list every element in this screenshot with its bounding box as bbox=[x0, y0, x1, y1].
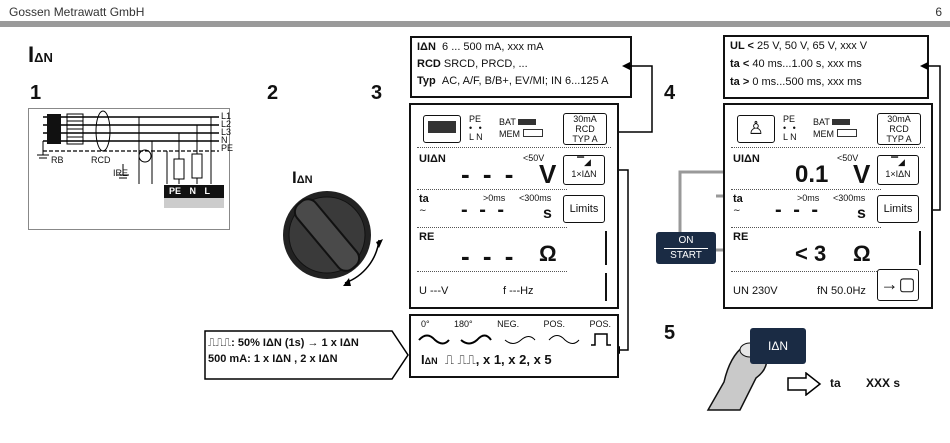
nominal-voltage: UN 230V bbox=[733, 285, 778, 297]
info-row-ul: UL < 25 V, 50 V, 65 V, xxx V bbox=[730, 40, 868, 52]
row1-unit: V bbox=[853, 159, 871, 189]
bat-indicator: BAT bbox=[499, 117, 537, 127]
row2-label: ta bbox=[419, 193, 429, 205]
bracket bbox=[605, 231, 611, 265]
row3-unit: Ω bbox=[539, 241, 557, 266]
row1-limit: <50V bbox=[523, 153, 545, 163]
dial-label: IΔN bbox=[292, 168, 313, 187]
row2-lim2: <300ms bbox=[519, 193, 552, 203]
row1-value: 0.1 bbox=[795, 161, 829, 188]
person-icon: ♙ bbox=[737, 115, 775, 143]
step-4: 4 bbox=[664, 82, 676, 104]
result-arrow bbox=[787, 372, 822, 396]
rotary-dial[interactable] bbox=[275, 185, 385, 290]
step-1: 1 bbox=[30, 82, 42, 104]
phase-labels: 0°180°NEG.POS.POS. bbox=[421, 319, 611, 329]
save-key[interactable]: →▢ bbox=[877, 269, 919, 301]
frequency-readout: f ---Hz bbox=[503, 285, 534, 297]
row3-label: RE bbox=[733, 231, 749, 243]
row3-value: - - - bbox=[461, 241, 517, 271]
row2-unit: s bbox=[857, 205, 866, 222]
idn-key[interactable]: IΔN bbox=[750, 328, 806, 364]
label-rb: RB bbox=[51, 155, 64, 165]
limits-key[interactable]: Limits bbox=[563, 195, 605, 223]
ac-symbol: ∼ bbox=[733, 205, 741, 215]
row2-lim1: >0ms bbox=[483, 193, 506, 203]
row2-value: - - - bbox=[775, 199, 822, 221]
row2-unit: s bbox=[543, 205, 552, 222]
test-current-notes: ⎍⎍⎍: 50% IΔN (1s) → 1 x IΔN 500 mA: 1 x … bbox=[208, 337, 359, 365]
save-to-memory-icon: →▢ bbox=[880, 274, 916, 294]
label-ire: IRE bbox=[113, 168, 129, 178]
result-value: XXX s bbox=[866, 376, 901, 390]
row1-value: - - - bbox=[461, 159, 517, 189]
bracket bbox=[605, 273, 611, 301]
label-rcd: RCD bbox=[91, 155, 111, 165]
header-rule bbox=[0, 21, 950, 27]
row3-value: < 3 bbox=[795, 241, 827, 266]
info-row-rcd: RCD SRCD, PRCD, ... bbox=[417, 58, 528, 70]
row3-unit: Ω bbox=[853, 241, 871, 266]
bat-indicator: BAT bbox=[813, 117, 851, 127]
step-3: 3 bbox=[371, 82, 383, 104]
parameter-info-box: IΔN 6 ... 500 mA, xxx mA RCD SRCD, PRCD,… bbox=[410, 36, 632, 98]
info-row-typ: Typ AC, A/F, B/B+, EV/MI; IN 6...125 A bbox=[417, 75, 609, 87]
pe-ln-indicator: PE• •L N bbox=[469, 114, 484, 142]
info-row-ta-min: ta > 0 ms...500 ms, xxx ms bbox=[730, 76, 862, 88]
limits-key[interactable]: Limits bbox=[877, 195, 919, 223]
row3-label: RE bbox=[419, 231, 435, 243]
multiplier-key[interactable]: ▔◢1×IΔN bbox=[877, 155, 919, 185]
company-name: Gossen Metrawatt GmbH bbox=[9, 5, 145, 19]
multiplier-key[interactable]: ▔◢1×IΔN bbox=[563, 155, 605, 185]
step-5: 5 bbox=[664, 322, 676, 344]
info-row-ta-max: ta < 40 ms...1.00 s, xxx ms bbox=[730, 58, 862, 70]
row1-limit: <50V bbox=[837, 153, 859, 163]
mem-indicator: MEM bbox=[813, 129, 857, 139]
voltage-readout: U ---V bbox=[419, 285, 449, 297]
start-button[interactable]: ON START bbox=[656, 232, 716, 264]
result-label: ta bbox=[830, 376, 841, 390]
multiplier-options: IΔN ⎍ ⎍⎍, x 1, x 2, x 5 bbox=[421, 352, 552, 367]
ac-symbol: ∼ bbox=[419, 205, 427, 215]
row2-lim1: >0ms bbox=[797, 193, 820, 203]
phase-options-box: 0°180°NEG.POS.POS. IΔN ⎍ ⎍⎍, x 1, x 2, x… bbox=[409, 314, 619, 378]
row1-label: UIΔN bbox=[733, 153, 760, 165]
waveform-icons bbox=[418, 333, 611, 346]
nominal-frequency: fN 50.0Hz bbox=[817, 285, 866, 297]
bracket bbox=[919, 231, 925, 265]
step-2: 2 bbox=[267, 82, 279, 104]
terminal-labels: PE N L bbox=[169, 186, 211, 196]
mem-indicator: MEM bbox=[499, 129, 543, 139]
row2-label: ta bbox=[733, 193, 743, 205]
limits-info-box: UL < 25 V, 50 V, 65 V, xxx V ta < 40 ms.… bbox=[723, 35, 929, 99]
row2-value: - - - bbox=[461, 199, 508, 221]
info-row-idn: IΔN 6 ... 500 mA, xxx mA bbox=[417, 41, 544, 53]
row1-unit: V bbox=[539, 159, 557, 189]
page-number: 6 bbox=[935, 5, 942, 19]
section-title: IΔN bbox=[28, 42, 53, 67]
arrow-box-shape bbox=[204, 330, 409, 380]
row1-label: UIΔN bbox=[419, 153, 446, 165]
pe-ln-indicator: PE• •L N bbox=[783, 114, 798, 142]
schematic-drawing bbox=[37, 110, 224, 208]
meter-icon bbox=[423, 115, 461, 143]
row2-lim2: <300ms bbox=[833, 193, 866, 203]
